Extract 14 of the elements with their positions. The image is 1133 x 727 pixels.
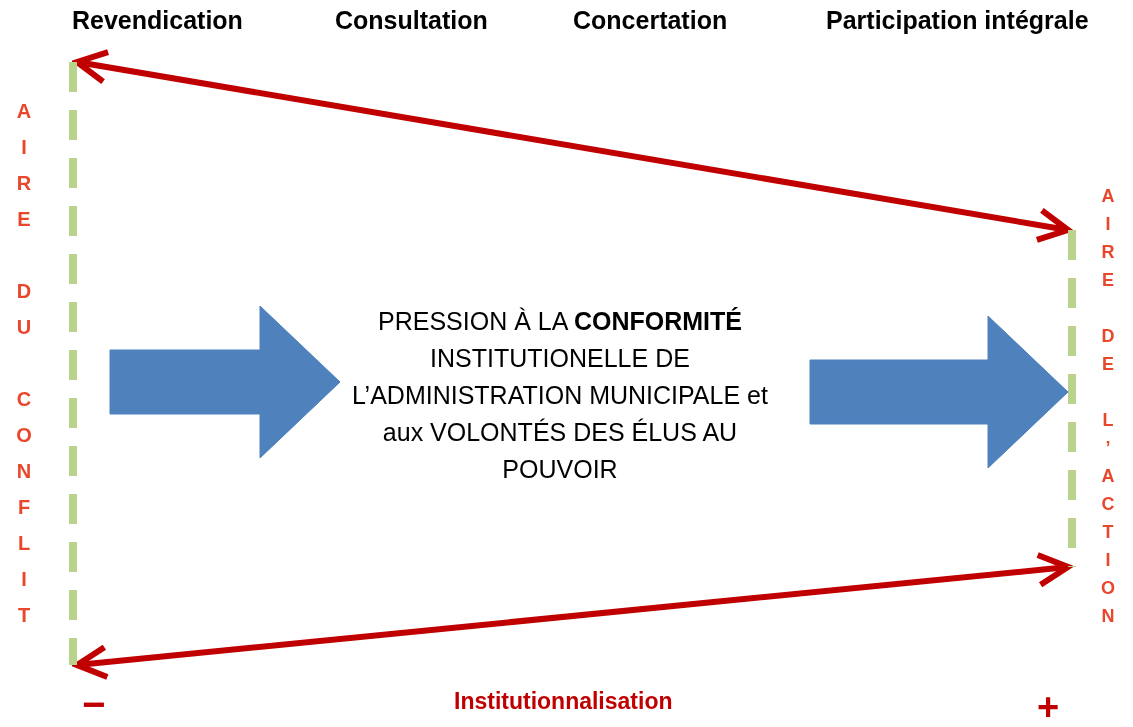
column-heading: Revendication [72,8,243,33]
column-heading: Consultation [335,8,488,33]
axis-label: Institutionnalisation [454,690,673,713]
plus-sign: + [1037,688,1060,726]
minus-sign: − [82,684,106,724]
vertical-label: AIRE DE L’ACTION [1097,186,1118,634]
vertical-label: AIRE DU CONFLIT [12,100,35,640]
block-arrow [809,315,1069,469]
column-heading: Participation intégrale [826,8,1089,33]
block-arrow [109,305,341,459]
center-text: PRESSION À LA CONFORMITÉ INSTITUTIONELLE DE L’ADMINISTRATION MUNICIPALE et aux VOLONTÉS DES ÉLUS AU POUVOIR [351,305,769,485]
double-arrow [74,49,1071,243]
double-arrow [74,551,1071,681]
column-heading: Concertation [573,8,728,33]
